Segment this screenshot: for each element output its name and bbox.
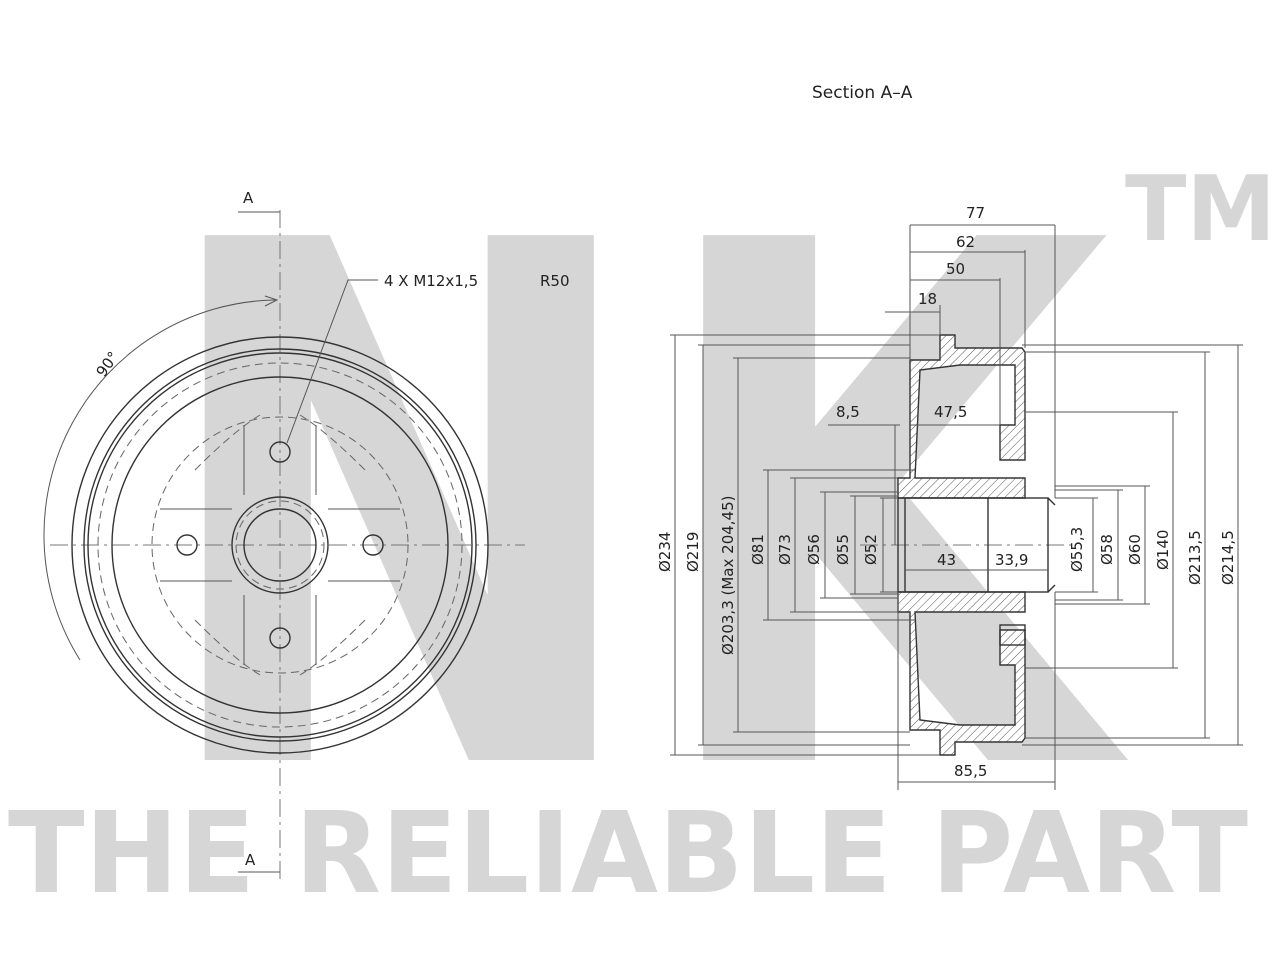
- angle-arrow: [264, 295, 279, 307]
- dim-dia-214-5: Ø214,5: [1219, 530, 1237, 585]
- dim-43: 43: [937, 551, 956, 569]
- right-diameter-dimensions: Ø55,3 Ø58 Ø60 Ø140 Ø213,5 Ø214,5: [1022, 344, 1243, 746]
- dim-dia-56: Ø56: [805, 534, 823, 565]
- dim-dia-55-3: Ø55,3: [1068, 527, 1086, 572]
- angle-arc: [43, 299, 276, 661]
- drum-inner-ring: [111, 376, 449, 714]
- dim-dia-140: Ø140: [1154, 530, 1172, 570]
- hub-bore: [243, 508, 317, 582]
- dim-8-5: 8,5: [836, 403, 860, 421]
- dim-33-9: 33,9: [995, 551, 1028, 569]
- hub-outer-ring: [231, 496, 329, 594]
- front-view: A A: [43, 189, 570, 880]
- section-marker-bottom: A: [245, 851, 256, 869]
- hub-hidden-ring: [151, 416, 409, 674]
- bolt-circle-label: R50: [540, 272, 570, 290]
- chamfer-bottom: [1047, 584, 1056, 593]
- drum-hidden-ring: [97, 362, 463, 728]
- bottom-dimension: 85,5: [897, 592, 1056, 790]
- dim-dia-60: Ø60: [1126, 534, 1144, 565]
- bolt-hole-left: [176, 534, 198, 556]
- watermark-trademark: TM: [1125, 157, 1276, 262]
- groove: [999, 624, 1026, 646]
- drum-ring-3: [87, 352, 473, 738]
- left-diameter-dimensions: Ø234 Ø219 Ø203,3 (Max 204,45) Ø81 Ø73 Ø5…: [656, 334, 940, 756]
- rib-pattern: [160, 414, 400, 676]
- bolt-hole-bottom: [269, 627, 291, 649]
- bolt-spec-label: 4 X M12x1,5: [384, 272, 478, 290]
- brand-watermark: NK TM THE RELIABLE PART: [8, 92, 1276, 930]
- dim-dia-73: Ø73: [776, 534, 794, 565]
- section-view: Section A–A 77 62 50 18: [656, 83, 1243, 790]
- hub-hidden-ring-2: [235, 500, 325, 590]
- top-dimensions: 77 62 50 18: [885, 204, 1056, 498]
- hub-bore-section: [897, 497, 1049, 593]
- dim-62: 62: [956, 233, 975, 251]
- bolt-leader-line: [286, 279, 378, 444]
- dim-50: 50: [946, 260, 965, 278]
- dim-77: 77: [966, 204, 985, 222]
- dim-dia-52: Ø52: [862, 534, 880, 565]
- drum-ring-2: [83, 348, 477, 742]
- dim-85-5: 85,5: [954, 762, 987, 780]
- dim-dia-55: Ø55: [834, 534, 852, 565]
- dim-dia-219: Ø219: [684, 532, 702, 572]
- chamfer-top: [1047, 497, 1056, 506]
- section-title: Section A–A: [812, 83, 913, 103]
- angle-label: 90°: [93, 348, 123, 380]
- inner-dimensions: 8,5 47,5 43 33,9: [828, 403, 1048, 571]
- bolt-hole-top: [269, 441, 291, 463]
- bolt-hole-right: [362, 534, 384, 556]
- drum-outer-ring: [71, 336, 489, 754]
- dim-dia-81: Ø81: [749, 534, 767, 565]
- dim-dia-58: Ø58: [1098, 534, 1116, 565]
- section-marker-top: A: [243, 189, 254, 207]
- watermark-tagline: THE RELIABLE PART: [8, 789, 1248, 919]
- dim-dia-234: Ø234: [656, 532, 674, 572]
- dim-dia-203: Ø203,3 (Max 204,45): [719, 496, 737, 656]
- dim-18: 18: [918, 290, 937, 308]
- dim-47-5: 47,5: [934, 403, 967, 421]
- dim-dia-213-5: Ø213,5: [1186, 530, 1204, 585]
